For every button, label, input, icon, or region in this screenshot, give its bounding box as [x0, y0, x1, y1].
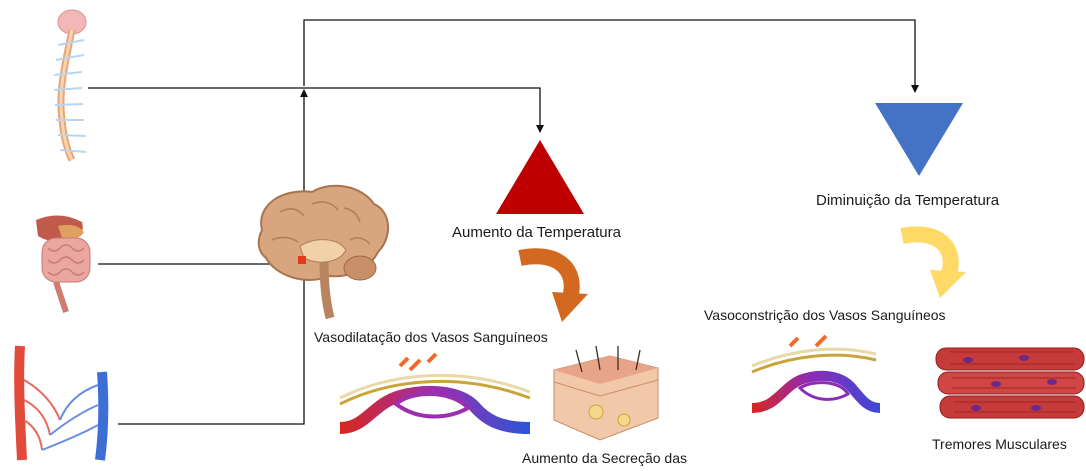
label-temp-decrease: Diminuição da Temperatura [816, 192, 999, 209]
vasoconstriction-vessel-icon [752, 336, 880, 408]
curved-arrow-increase-icon [520, 256, 588, 322]
label-sweat-increase: Aumento da Secreção das [522, 450, 687, 466]
blood-vessels-icon [19, 346, 103, 460]
label-vasoconstriction: Vasoconstrição dos Vasos Sanguíneos [704, 307, 946, 323]
spine-to-increase-line [88, 88, 540, 132]
hub-to-decrease-line [304, 20, 915, 92]
connector-lines [88, 20, 915, 424]
label-vasodilation: Vasodilatação dos Vasos Sanguíneos [314, 329, 548, 345]
label-temp-increase: Aumento da Temperatura [452, 224, 621, 241]
decrease-triangle [875, 103, 963, 176]
muscle-fibers-icon [936, 348, 1084, 418]
brain-hypothalamus-icon [259, 186, 388, 318]
label-muscle-tremors: Tremores Musculares [932, 436, 1067, 452]
curved-arrow-decrease-icon [902, 234, 966, 298]
digestive-organs-icon [36, 215, 90, 312]
skin-section-icon [554, 346, 658, 440]
spinal-cord-icon [54, 10, 86, 160]
increase-triangle [496, 140, 584, 214]
vasodilation-vessel-icon [340, 354, 530, 428]
